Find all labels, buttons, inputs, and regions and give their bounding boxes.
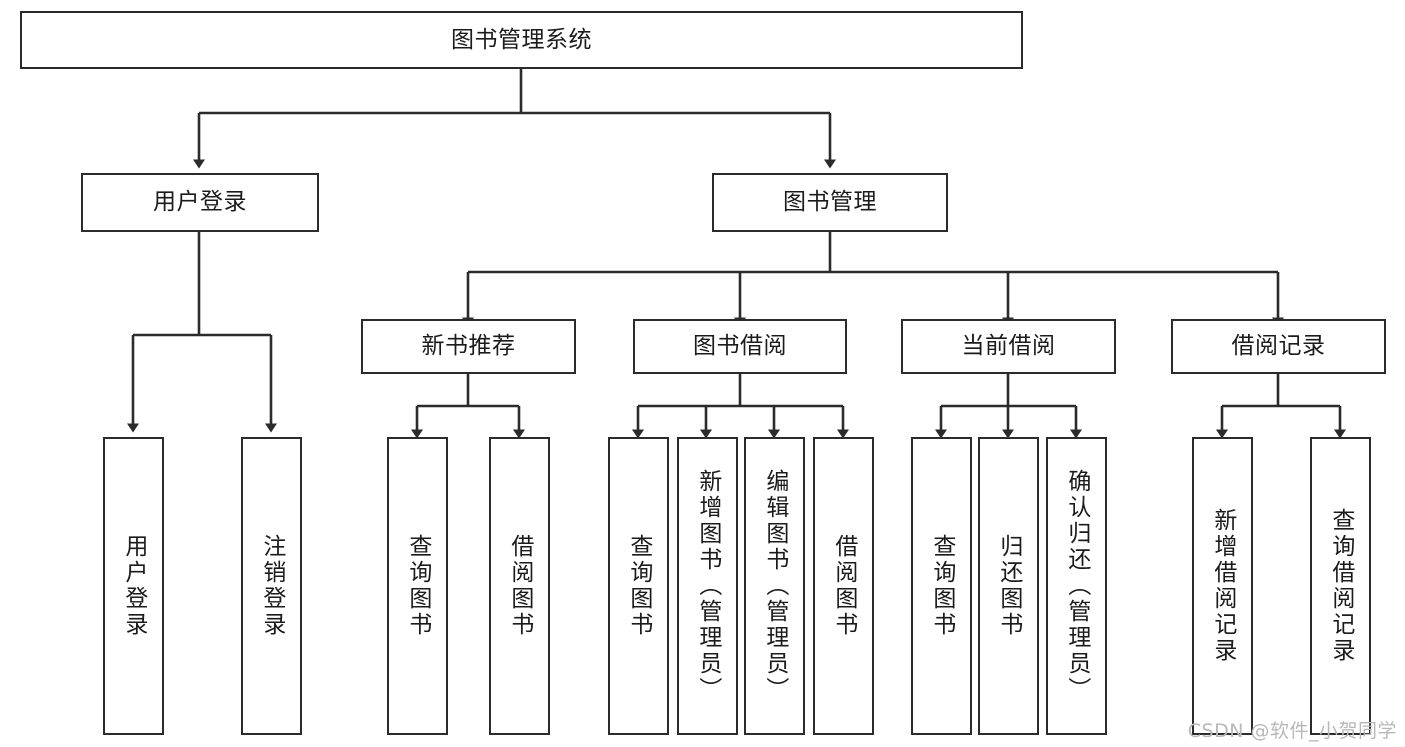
leaf-add-record[interactable]: 新增借阅记录 — [1192, 437, 1253, 735]
node-new-book-rec-label: 新书推荐 — [421, 333, 516, 360]
leaf-confirm-return-label: 确认归还（管理员） — [1063, 469, 1090, 703]
leaf-add-book-label: 新增图书（管理员） — [694, 469, 721, 703]
leaf-add-record-label: 新增借阅记录 — [1209, 508, 1236, 664]
leaf-query-book-2-label: 查询图书 — [625, 534, 652, 638]
leaf-return-book[interactable]: 归还图书 — [978, 437, 1039, 735]
node-root[interactable]: 图书管理系统 — [20, 11, 1023, 69]
node-book-borrow[interactable]: 图书借阅 — [633, 319, 847, 374]
node-current-borrow-label: 当前借阅 — [961, 333, 1056, 360]
node-current-borrow[interactable]: 当前借阅 — [901, 319, 1116, 374]
leaf-query-record-label: 查询借阅记录 — [1327, 508, 1354, 664]
node-user-login[interactable]: 用户登录 — [81, 173, 319, 232]
leaf-confirm-return[interactable]: 确认归还（管理员） — [1046, 437, 1107, 735]
leaf-logout-login-label: 注销登录 — [258, 534, 285, 638]
node-book-manage[interactable]: 图书管理 — [712, 173, 948, 232]
leaf-add-book[interactable]: 新增图书（管理员） — [677, 437, 738, 735]
leaf-borrow-book-1-label: 借阅图书 — [506, 534, 533, 638]
node-book-manage-label: 图书管理 — [783, 189, 877, 216]
leaf-query-book-1[interactable]: 查询图书 — [387, 437, 448, 735]
leaf-query-book-3[interactable]: 查询图书 — [911, 437, 972, 735]
leaf-logout-login[interactable]: 注销登录 — [241, 437, 302, 735]
leaf-query-record[interactable]: 查询借阅记录 — [1310, 437, 1371, 735]
leaf-return-book-label: 归还图书 — [995, 534, 1022, 638]
leaf-edit-book-label: 编辑图书（管理员） — [761, 469, 788, 703]
leaf-edit-book[interactable]: 编辑图书（管理员） — [744, 437, 805, 735]
leaf-query-book-3-label: 查询图书 — [928, 534, 955, 638]
node-root-label: 图书管理系统 — [451, 26, 592, 53]
leaf-user-login-label: 用户登录 — [120, 534, 147, 638]
node-new-book-rec[interactable]: 新书推荐 — [361, 319, 576, 374]
leaf-borrow-book-2-label: 借阅图书 — [830, 534, 857, 638]
leaf-query-book-2[interactable]: 查询图书 — [608, 437, 669, 735]
node-borrow-record-label: 借阅记录 — [1231, 333, 1326, 360]
leaf-borrow-book-2[interactable]: 借阅图书 — [813, 437, 874, 735]
csdn-watermark: CSDN @软件_小贺同学 — [1187, 720, 1397, 742]
leaf-user-login[interactable]: 用户登录 — [103, 437, 164, 735]
node-user-login-label: 用户登录 — [153, 189, 247, 216]
leaf-borrow-book-1[interactable]: 借阅图书 — [489, 437, 550, 735]
leaf-query-book-1-label: 查询图书 — [404, 534, 431, 638]
node-borrow-record[interactable]: 借阅记录 — [1171, 319, 1386, 374]
node-book-borrow-label: 图书借阅 — [693, 333, 787, 360]
